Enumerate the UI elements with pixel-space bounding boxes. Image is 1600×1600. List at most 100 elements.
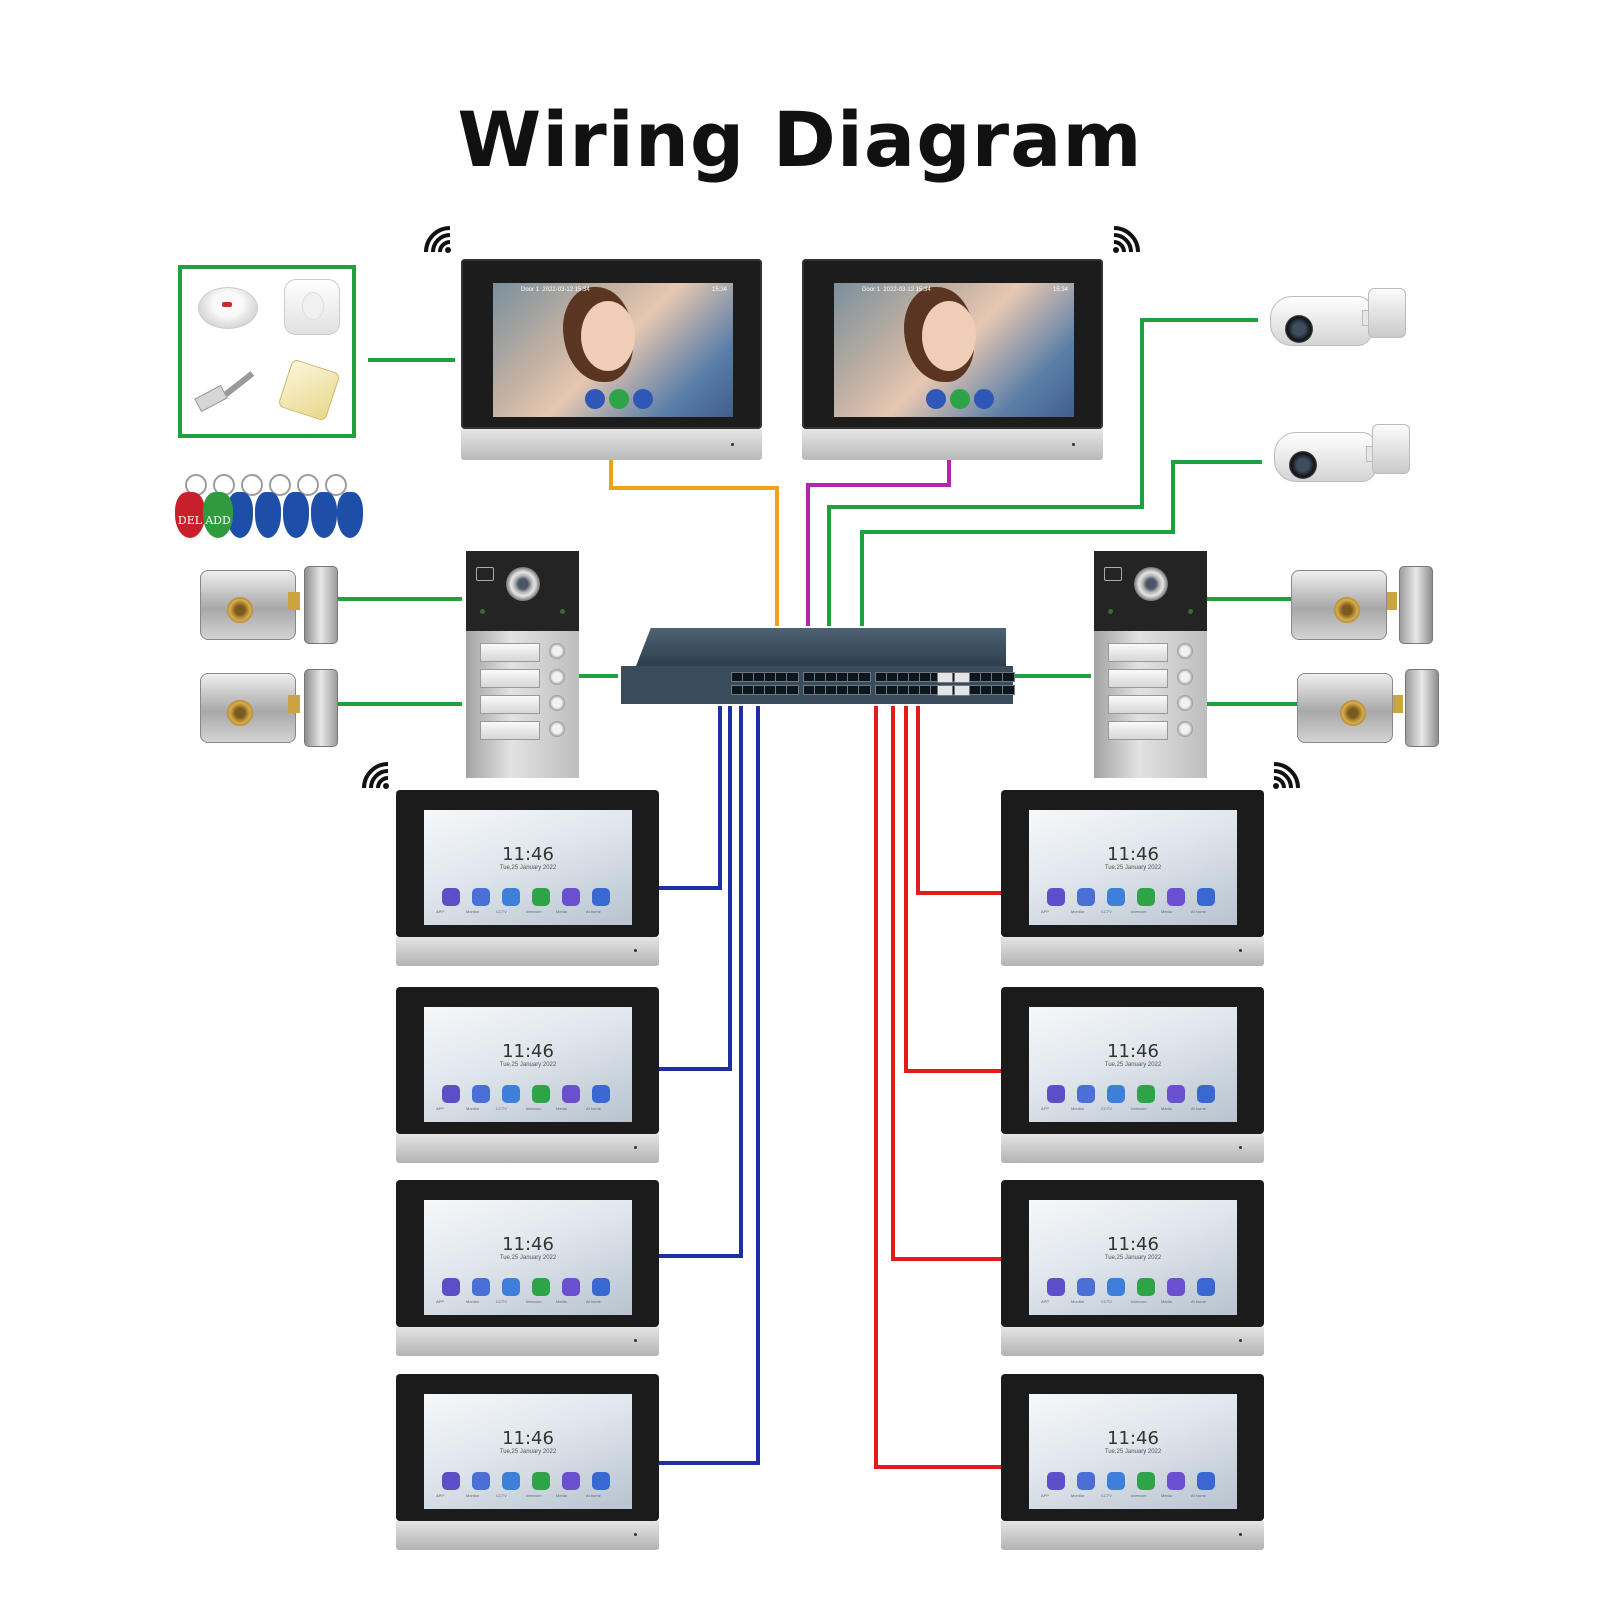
smoke-detector-icon [198, 287, 258, 329]
wire-red-4 [874, 706, 1001, 1469]
door-station-right [1094, 551, 1207, 778]
app-icon [442, 1278, 460, 1296]
wire-red-2 [904, 706, 1001, 1073]
home-date: Tue,25 January 2022 [1104, 1449, 1162, 1455]
app-icon [592, 888, 610, 906]
app-label: CCTV [496, 1299, 507, 1304]
app-label: Intercom [526, 1493, 542, 1498]
wifi-icon [362, 762, 389, 789]
app-label: APP [436, 1106, 445, 1111]
app-icon [532, 888, 550, 906]
wire-monitor-top-left [609, 457, 779, 626]
app-label: Intercom [526, 1299, 542, 1304]
app-icon [442, 888, 460, 906]
app-icon [1137, 888, 1155, 906]
app-label: CCTV [1101, 1299, 1112, 1304]
home-clock: 11:46 [502, 1234, 554, 1255]
app-label: Monitor [466, 1106, 480, 1111]
app-label: Intercom [1131, 1493, 1147, 1498]
rfid-tag-del-icon [175, 492, 205, 538]
app-label: APP [1041, 1106, 1050, 1111]
home-clock: 11:46 [502, 1428, 554, 1449]
app-icon [1137, 1472, 1155, 1490]
pir-sensor-icon [284, 279, 340, 335]
app-label: Media [1161, 909, 1172, 914]
app-label: Monitor [466, 1493, 480, 1498]
card-reader-icon [476, 567, 494, 581]
home-date: Tue,25 January 2022 [1104, 1062, 1162, 1068]
app-label: At home [1191, 1299, 1206, 1304]
app-icon [1107, 1472, 1125, 1490]
app-icon [502, 1085, 520, 1103]
app-icon [592, 1278, 610, 1296]
app-label: Media [556, 1299, 567, 1304]
wire-blue-1 [658, 706, 722, 890]
app-label: Intercom [526, 1106, 542, 1111]
app-icon [1167, 888, 1185, 906]
app-icon [1047, 1472, 1065, 1490]
app-label: Monitor [1071, 1493, 1085, 1498]
app-icon [1167, 1085, 1185, 1103]
home-clock: 11:46 [1107, 1234, 1159, 1255]
ip-camera-1 [1258, 286, 1408, 358]
app-icon [472, 1085, 490, 1103]
home-date: Tue,25 January 2022 [1104, 1255, 1162, 1261]
app-icon [1047, 1085, 1065, 1103]
rfid-tags: DEL ADD [175, 474, 373, 554]
app-icon [1107, 1278, 1125, 1296]
app-label: APP [436, 1493, 445, 1498]
app-label: APP [1041, 909, 1050, 914]
app-label: CCTV [1101, 1493, 1112, 1498]
switch-sfp-port [954, 672, 970, 683]
app-icon [442, 1085, 460, 1103]
wifi-icon [1273, 762, 1300, 789]
camera-lens-icon [506, 567, 540, 601]
app-label: Media [556, 909, 567, 914]
home-date: Tue,25 January 2022 [1104, 865, 1162, 871]
app-label: Intercom [1131, 909, 1147, 914]
app-icon [1197, 1278, 1215, 1296]
app-label: APP [1041, 1493, 1050, 1498]
wire-blue-2 [658, 706, 732, 1071]
unlock-icon [585, 389, 605, 409]
app-label: At home [586, 1299, 601, 1304]
diagram-title: Wiring Diagram [457, 95, 1143, 184]
rfid-tag-icon [337, 492, 363, 538]
app-label: Media [1161, 1493, 1172, 1498]
home-date: Tue,25 January 2022 [499, 1449, 557, 1455]
rfid-tag-add-icon [203, 492, 233, 538]
home-date: Tue,25 January 2022 [499, 1255, 557, 1261]
app-icon [1077, 888, 1095, 906]
rfid-tag-icon [255, 492, 281, 538]
app-label: Monitor [1071, 909, 1085, 914]
app-icon [592, 1085, 610, 1103]
electric-lock-left-1 [200, 566, 340, 644]
app-label: Intercom [1131, 1106, 1147, 1111]
ip-camera-2 [1262, 422, 1412, 494]
app-icon [1077, 1085, 1095, 1103]
electric-lock-left-2 [200, 669, 340, 747]
switch-port [858, 672, 871, 682]
app-label: Intercom [1131, 1299, 1147, 1304]
app-label: At home [586, 1106, 601, 1111]
app-icon [562, 1085, 580, 1103]
home-clock: 11:46 [1107, 844, 1159, 865]
wire-red-3 [891, 706, 1001, 1261]
door-contact-sensor-icon [194, 369, 260, 415]
door-station-left [466, 551, 579, 778]
poe-switch [621, 628, 1015, 707]
answer-call-icon [609, 389, 629, 409]
home-date: Tue,25 January 2022 [499, 865, 557, 871]
switch-sfp-port [937, 672, 953, 683]
app-label: Media [556, 1106, 567, 1111]
app-label: At home [1191, 1493, 1206, 1498]
app-icon [502, 1472, 520, 1490]
app-icon [1197, 888, 1215, 906]
